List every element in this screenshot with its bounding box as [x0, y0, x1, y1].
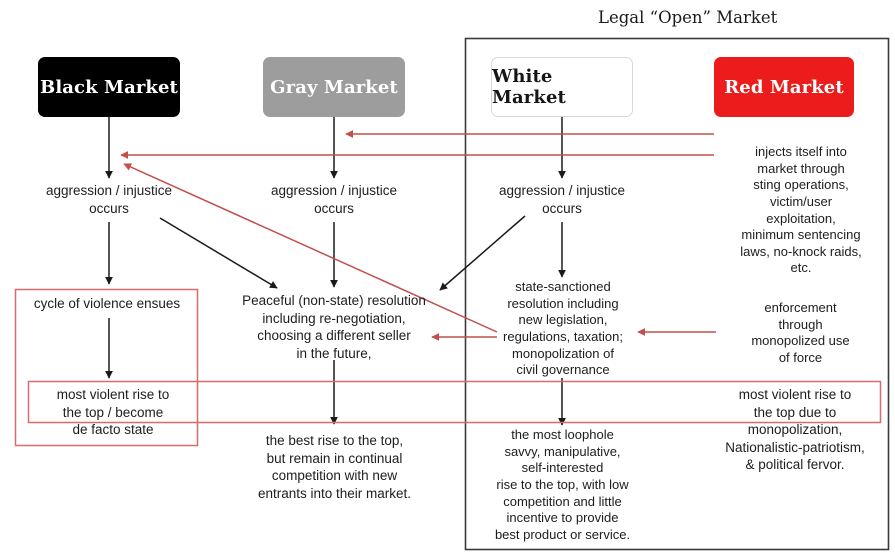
market-pill-red-label: Red Market	[724, 76, 844, 98]
market-pill-black-label: Black Market	[40, 76, 178, 98]
market-pill-white[interactable]: White Market	[491, 57, 633, 117]
market-pill-red[interactable]: Red Market	[714, 57, 854, 117]
white-aggression-text: aggression / injustice occurs	[498, 183, 626, 216]
gray-peaceful-resolution-text: Peaceful (non-state) resolution includin…	[242, 293, 426, 361]
gray-aggression-text: aggression / injustice occurs	[270, 183, 398, 216]
white-terminal-text: the most loophole savvy, manipulative, s…	[494, 427, 631, 542]
market-pill-black[interactable]: Black Market	[38, 57, 180, 117]
market-pill-gray[interactable]: Gray Market	[263, 57, 405, 117]
red-terminal-text: most violent rise to the top due to mono…	[725, 387, 865, 473]
black-cycle-of-violence-text: cycle of violence ensues	[33, 296, 181, 311]
black-aggression-text: aggression / injustice occurs	[45, 183, 173, 216]
red-injection-text: injects itself into market through sting…	[740, 144, 862, 276]
gray-terminal-text: the best rise to the top, but remain in …	[257, 433, 412, 501]
legal-open-market-caption: Legal “Open” Market	[598, 8, 778, 27]
arrow-black-aggression-to-peaceful-resolution	[159, 217, 278, 289]
black-terminal-text: most violent rise to the top / become de…	[56, 387, 170, 438]
red-enforcement-text: enforcement through monopolized use of f…	[751, 300, 850, 365]
market-pill-gray-label: Gray Market	[270, 76, 398, 98]
market-pill-white-label: White Market	[492, 66, 566, 108]
white-state-sanctioned-text: state-sanctioned resolution including ne…	[503, 279, 623, 378]
